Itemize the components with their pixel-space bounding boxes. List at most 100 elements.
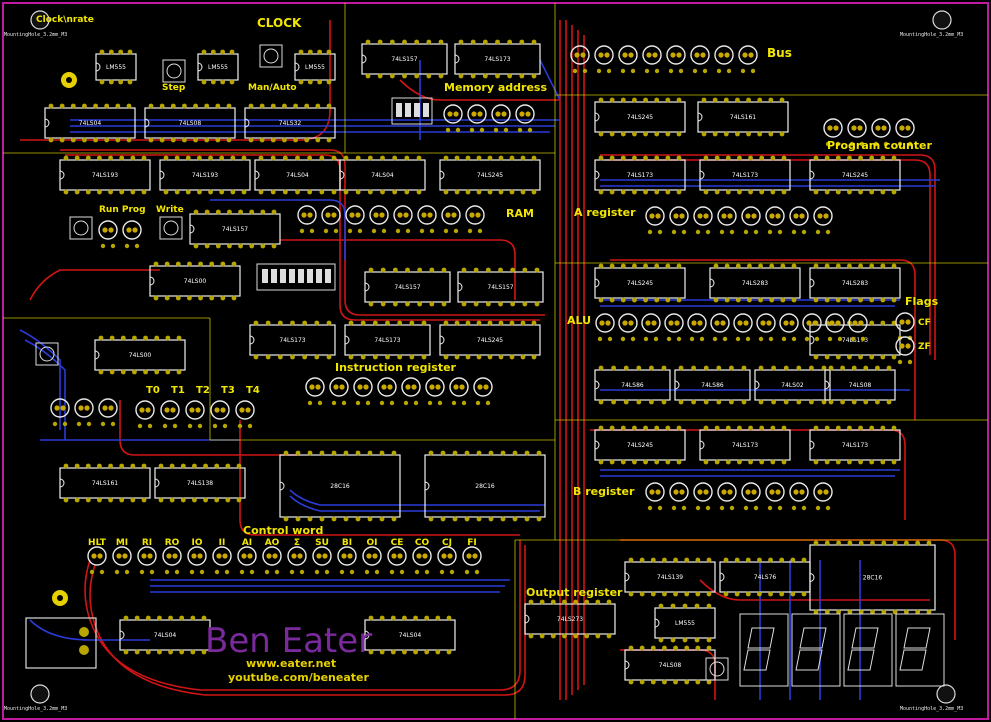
traces-blue [19, 59, 940, 700]
ic-label: 74LS273 [557, 616, 583, 623]
led [187, 546, 207, 575]
ic-c31: 74LS08 [824, 365, 896, 405]
led [847, 118, 867, 147]
button-sw1 [162, 59, 186, 83]
led [162, 546, 182, 575]
led [645, 206, 665, 235]
credits-site: www.eater.net [246, 657, 336, 670]
control-signal-3: RI [142, 538, 152, 548]
ic-c4: 74LS157 [361, 39, 448, 79]
seven-seg-1 [739, 613, 789, 687]
ic-label: LM555 [305, 64, 325, 71]
led [417, 205, 437, 234]
ic-label: 74LS283 [842, 280, 868, 287]
led [741, 206, 761, 235]
led [441, 205, 461, 234]
ic-label: 74LS161 [730, 114, 756, 121]
ic-c25: 74LS245 [439, 320, 541, 360]
control-signal-7: AI [242, 538, 252, 548]
ic-label: 74LS161 [92, 480, 118, 487]
label-memory-address: Memory address [444, 81, 547, 94]
led [594, 45, 614, 74]
control-signal-11: BI [342, 538, 352, 548]
led-bank-alu [595, 313, 868, 342]
ic-label: 74LS173 [484, 56, 510, 63]
ic-c28: 74LS86 [594, 365, 671, 405]
label-zf: ZF [918, 342, 931, 352]
ic-c1: 74LS04 [44, 103, 136, 143]
led [717, 206, 737, 235]
led [412, 546, 432, 575]
led [353, 377, 373, 406]
led [618, 45, 638, 74]
ic-label: 74LS08 [179, 120, 202, 127]
led [802, 313, 822, 342]
led [710, 313, 730, 342]
led [473, 377, 493, 406]
led-bank-step [50, 398, 118, 427]
ic-label: 74LS32 [279, 120, 302, 127]
ic-c17: 74LS00 [149, 261, 241, 301]
led [135, 400, 155, 429]
label-flags: Flags [905, 295, 939, 308]
label-b-register: B register [573, 485, 635, 498]
led [87, 546, 107, 575]
control-signal-2: MI [116, 538, 128, 548]
led [98, 398, 118, 427]
led [765, 206, 785, 235]
ic-label: 74LS86 [621, 382, 644, 389]
label-control-word: Control word [243, 524, 323, 537]
ic-label: 74LS245 [842, 172, 868, 179]
led [848, 313, 868, 342]
led-bank-flags [895, 312, 915, 365]
ic-label: 74LS04 [286, 172, 309, 179]
ic-label: 74LS173 [732, 172, 758, 179]
ic-c26: 74LS00 [94, 335, 186, 375]
control-signal-8: AO [265, 538, 280, 548]
ic-c35: 74LS161 [59, 463, 151, 503]
ic-c41: 74LS139 [624, 557, 716, 597]
ic-c45: 74LS04 [364, 615, 456, 655]
ic-c30: 74LS02 [754, 365, 831, 405]
ic-c49: LM555 [294, 49, 336, 85]
led [377, 377, 397, 406]
ic-label: 74LS173 [627, 172, 653, 179]
ic-label: 28C16 [863, 575, 883, 582]
led [895, 336, 915, 365]
led [693, 482, 713, 511]
ic-c46: 74LS08 [624, 645, 716, 685]
dip-switch-data [256, 263, 336, 291]
ic-label: 74LS245 [477, 172, 503, 179]
label-clock: CLOCK [257, 16, 302, 30]
ic-label: 74LS08 [849, 382, 872, 389]
section-outlines [3, 3, 988, 719]
led [813, 206, 833, 235]
control-signal-1: HLT [88, 538, 107, 548]
ic-c36: 74LS138 [154, 463, 246, 503]
svg-text:MountingHole_3.2mm_M3: MountingHole_3.2mm_M3 [900, 32, 963, 38]
ic-label: 74LS00 [184, 278, 207, 285]
ic-c47: LM555 [95, 49, 137, 85]
led [664, 313, 684, 342]
led [393, 205, 413, 234]
ic-c44: 74LS04 [119, 615, 211, 655]
led [74, 398, 94, 427]
control-signal-5: IO [192, 538, 203, 548]
led [369, 205, 389, 234]
button-sw7 [705, 657, 729, 681]
ic-label: 74LS173 [732, 442, 758, 449]
led [515, 104, 535, 133]
control-signal-9: Σ [294, 538, 300, 548]
ic-label: 74LS04 [371, 172, 394, 179]
ic-label: LM555 [208, 64, 228, 71]
ic-label: 74LS00 [129, 352, 152, 359]
led-banks [50, 45, 915, 575]
ic-c18: 74LS157 [364, 267, 451, 307]
ic-label: 74LS04 [154, 632, 177, 639]
led [669, 206, 689, 235]
ic-c32: 74LS245 [594, 425, 686, 465]
led [825, 313, 845, 342]
ic-label: LM555 [106, 64, 126, 71]
led [462, 546, 482, 575]
